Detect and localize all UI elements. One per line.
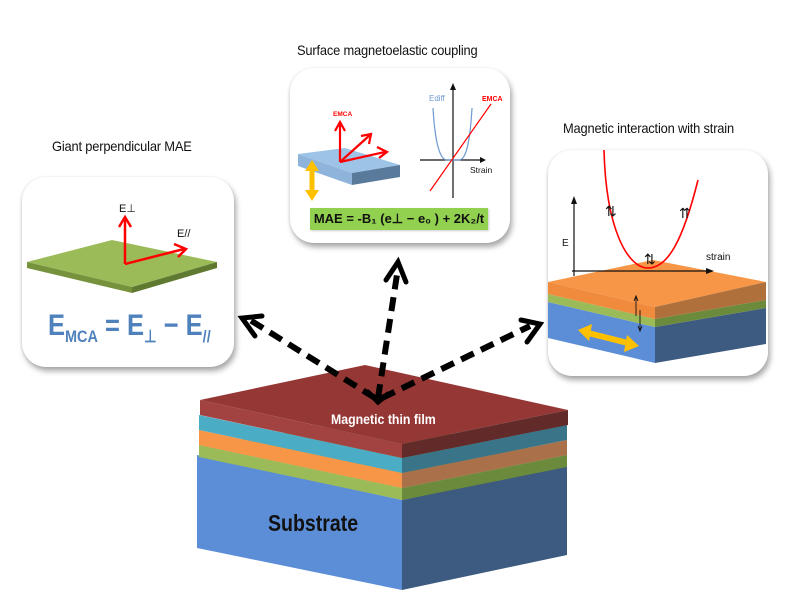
ediff-label: Ediff (429, 94, 446, 103)
emca-curve-label: EMCA (482, 96, 503, 103)
middle-panel: EMCA Ediff EMCA Strain MAE = -B₁ (e⊥ − e… (290, 68, 510, 243)
par-arrowhead-icon (173, 242, 189, 258)
emca-line (429, 103, 492, 192)
par-arrow-shaft (124, 247, 185, 266)
green-plate-side (132, 262, 217, 293)
arrowhead-icon (360, 132, 373, 145)
arrowhead-left-icon (237, 313, 265, 339)
emca-formula: EMCA = E⊥ − E// (48, 309, 211, 347)
right-panel: E strain ⇅ ⇅ ⇈ (548, 149, 768, 376)
y-arrowhead-icon (571, 196, 577, 204)
emca-arrow-diagonal (339, 134, 371, 163)
left-panel: E⊥ E// EMCA = E⊥ − E// (22, 177, 234, 367)
arrowhead-icon (633, 294, 639, 302)
right-panel-illustration: E strain ⇅ ⇅ ⇈ (548, 149, 766, 363)
arrow-origin-icon (365, 389, 391, 406)
blue-slab-side (352, 165, 400, 185)
yellow-arrowhead-right-icon (624, 335, 639, 352)
formula-term2-sub: // (202, 327, 211, 346)
dashed-arrow-right (380, 323, 532, 401)
yellow-strain-arrow (587, 330, 629, 346)
arrowhead-up-icon (383, 256, 409, 285)
yellow-arrowhead-left-icon (578, 324, 592, 341)
yellow-arrowhead-up-icon (305, 160, 319, 171)
spin-parallel-right-icon: ⇈ (679, 205, 691, 221)
energy-curve (603, 149, 699, 269)
middle-panel-title: Surface magnetoelastic coupling (297, 42, 478, 58)
right-substrate-side (655, 308, 766, 363)
formula-eq: = (97, 309, 127, 342)
strain-axis-label: strain (706, 252, 730, 263)
formula-term1-sub: ⊥ (144, 327, 157, 346)
orange-layer-front (199, 430, 402, 488)
perp-arrowhead-icon (117, 214, 133, 228)
left-panel-illustration: E⊥ E// (27, 203, 217, 293)
y-arrowhead-icon (450, 83, 456, 90)
x-arrowhead-icon (706, 268, 714, 274)
right-orange-layer-front (548, 282, 655, 319)
right-green-layer-side (655, 300, 766, 327)
green-layer-side (402, 455, 567, 500)
strain-axis-label: Strain (470, 165, 492, 175)
formula-lhs: E (48, 309, 66, 342)
spin-antiparallel-left-icon: ⇅ (605, 203, 617, 219)
green-plate-front (27, 262, 132, 293)
substrate-label: Substrate (268, 510, 359, 536)
par-axis-label: E// (177, 228, 191, 240)
arrowhead-right-icon (518, 317, 545, 345)
emca-arrow-horizontal (339, 150, 386, 164)
film-top (200, 365, 568, 444)
emca-arrow-label: EMCA (333, 111, 352, 118)
mae-formula-box: MAE = -B₁ (e⊥ − e₀ ) + 2K₂/t (310, 208, 488, 230)
arrowhead-icon (376, 146, 390, 159)
right-green-layer-front (548, 294, 655, 327)
green-layer-top (199, 420, 567, 488)
orange-layer-side (402, 440, 567, 488)
green-layer-front (199, 445, 402, 500)
substrate-side (402, 465, 567, 590)
formula-term1: E (126, 309, 145, 342)
yellow-arrowhead-down-icon (305, 190, 319, 201)
energy-axis-label: E (562, 238, 569, 249)
dashed-arrow-left (248, 317, 377, 401)
green-plate-top (27, 240, 217, 287)
cyan-layer-side (402, 425, 567, 473)
arrowhead-icon (334, 119, 346, 132)
perp-axis-label: E⊥ (119, 203, 136, 215)
film-front (200, 400, 402, 458)
left-panel-title: Giant perpendicular MAE (52, 138, 192, 154)
dashed-arrow-up (375, 267, 401, 399)
formula-term2: E (185, 309, 203, 342)
x-arrowhead-icon (480, 157, 486, 163)
right-orange-layer-side (655, 282, 766, 319)
middle-panel-illustration: EMCA Ediff EMCA Strain (298, 83, 503, 201)
formula-lhs-sub: MCA (65, 327, 98, 346)
right-panel-title: Magnetic interaction with strain (563, 120, 734, 136)
arrowhead-icon (637, 325, 643, 333)
formula-minus: − (156, 309, 186, 342)
spin-antiparallel-bottom-icon: ⇅ (644, 251, 656, 267)
magnetic-film-label: Magnetic thin film (331, 411, 436, 427)
